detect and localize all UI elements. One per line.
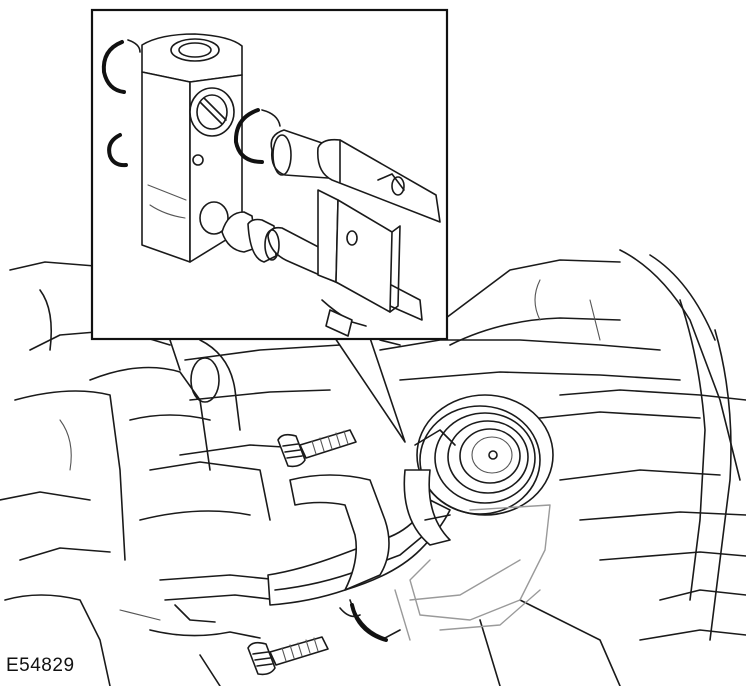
expansion-valve [141,33,243,263]
o-ring-seal-left-lower [107,133,128,168]
detail-inset [90,8,449,341]
o-ring-seal-upper [233,108,281,164]
figure-reference-code: E54829 [6,655,75,676]
pipe-mounting-bracket [317,189,401,337]
retaining-bolt-upper [277,429,357,468]
detail-callout-pointer [334,337,406,443]
o-ring-seal-left-upper [101,39,141,94]
refrigerant-pipes-main [267,474,451,642]
bulkhead-assembly [0,249,746,686]
retaining-bolt-lower [247,636,329,676]
heater-blower-assembly [394,394,554,641]
refrigerant-pipe-upper [270,129,441,223]
